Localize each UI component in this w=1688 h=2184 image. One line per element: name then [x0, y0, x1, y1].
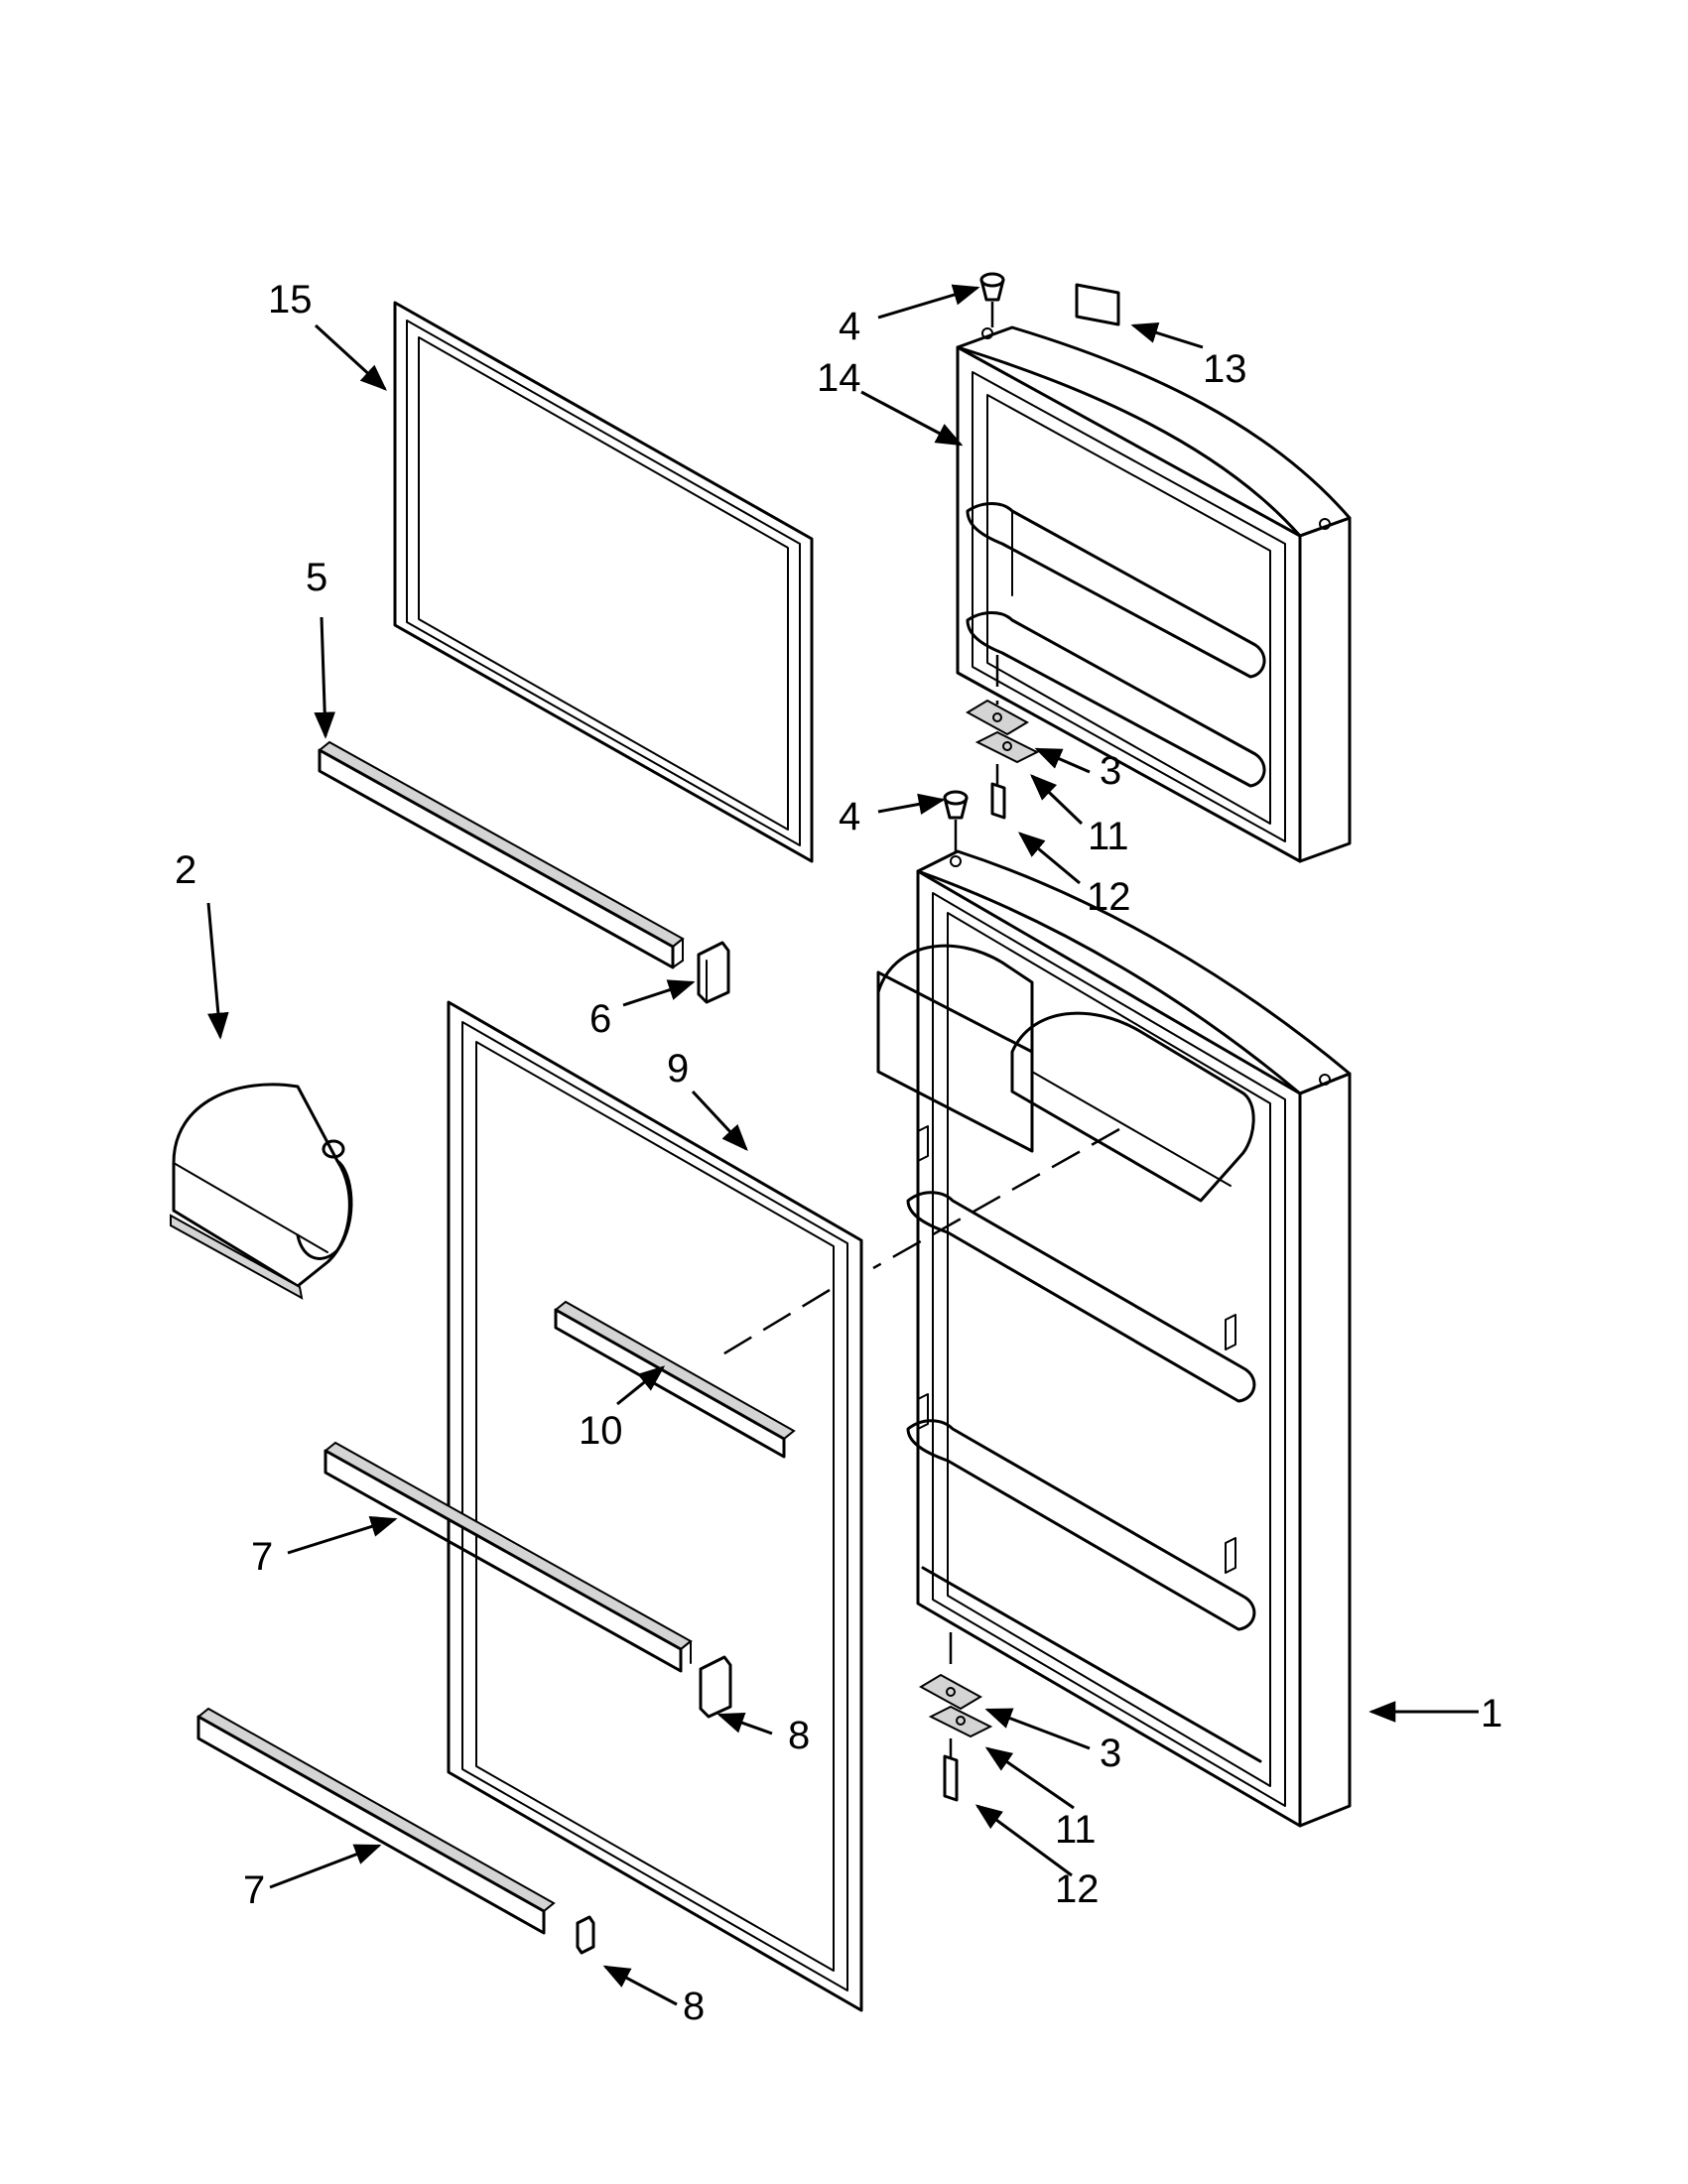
part-label: [1075, 283, 1120, 326]
part-door-trim-upper: [324, 1441, 693, 1673]
part-hinge-bushing-lower: [943, 790, 969, 853]
part-hinge-upper: [965, 655, 1040, 820]
part-trim-end-cap-upper: [699, 1655, 732, 1719]
part-freezer-door-trim: [318, 740, 685, 969]
callout-6: 6: [589, 997, 611, 1041]
leader-lines: [206, 284, 1479, 2006]
callout-7-lower: 7: [243, 1868, 265, 1912]
callout-11-lower: 11: [1055, 1808, 1097, 1852]
callout-8-upper: 8: [788, 1714, 810, 1757]
callout-8-lower: 8: [683, 1985, 705, 2028]
part-hinge-bushing-upper: [979, 272, 1005, 327]
callout-3-lower: 3: [1100, 1732, 1121, 1775]
callout-4-upper: 4: [839, 305, 860, 348]
callout-12-upper: 12: [1087, 875, 1131, 919]
callout-4-lower: 4: [839, 795, 860, 838]
callout-10: 10: [579, 1409, 623, 1453]
callout-7-upper: 7: [251, 1535, 273, 1579]
callout-15: 15: [268, 278, 313, 321]
callout-3-upper: 3: [1100, 749, 1121, 793]
part-trim-end-cap: [697, 941, 730, 1004]
callout-12-lower: 12: [1055, 1867, 1100, 1911]
callout-5: 5: [306, 556, 327, 599]
callouts: 15 5 2 6 9 10 7 8 7 8 1 4 14 13 3 4 11 1…: [175, 278, 1502, 2028]
part-fresh-food-gasket: [447, 1000, 863, 2012]
callout-11-upper: 11: [1088, 815, 1129, 858]
part-fresh-food-door: [876, 849, 1352, 1828]
callout-14: 14: [817, 356, 861, 400]
part-hinge-lower: [918, 1632, 993, 1802]
callout-1: 1: [1481, 1692, 1502, 1735]
part-door-trim-lower: [196, 1707, 556, 1935]
assembly-lines: [714, 1127, 1120, 1361]
part-dairy-door: [170, 1083, 353, 1300]
callout-13: 13: [1203, 347, 1247, 391]
callout-2: 2: [175, 848, 196, 892]
part-door-trim-center: [554, 1300, 796, 1459]
part-trim-end-cap-lower: [576, 1915, 595, 1955]
part-freezer-door: [956, 325, 1352, 863]
part-freezer-gasket: [393, 301, 814, 863]
callout-9: 9: [667, 1047, 689, 1091]
